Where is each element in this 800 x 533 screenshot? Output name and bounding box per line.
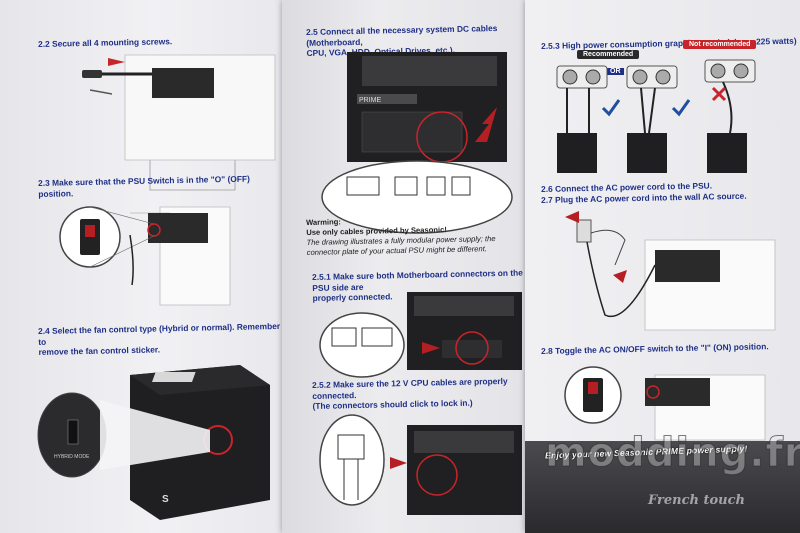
hybrid-mode-label: HYBRID MODE [54, 454, 90, 460]
manual-page-left: 2.2 Secure all 4 mounting screws. 2.3 Ma… [0, 0, 282, 533]
cross-icon [711, 86, 727, 102]
dc-cables-illustration: PRIME [321, 52, 513, 234]
cpu-cable-illustration [319, 414, 522, 515]
step-2-4-heading: 2.4 Select the fan control type (Hybrid … [38, 320, 281, 357]
prime-brand: PRIME [359, 97, 382, 104]
footer-banner [525, 441, 800, 533]
psu-switch-illustration [59, 206, 231, 306]
gpu-cable-illustration [556, 59, 756, 173]
fan-control-illustration: S HYBRID MODE [37, 365, 270, 520]
seasonic-logo: S [162, 494, 169, 505]
check-icon [671, 99, 691, 117]
motherboard-connector-illustration [319, 292, 522, 378]
or-label: OR [607, 68, 624, 75]
watermark-logo: modding.fr [545, 430, 800, 477]
step-2-2-heading: 2.2 Secure all 4 mounting screws. [38, 36, 173, 49]
ac-cord-illustration [565, 211, 776, 331]
manual-page-middle: 2.5 Connect all the necessary system DC … [282, 0, 525, 533]
recommended-badge: Recommended [577, 50, 640, 59]
watermark-tagline: French touch [648, 493, 745, 508]
check-icon [601, 99, 621, 117]
step-2-8-heading: 2.8 Toggle the AC ON/OFF switch to the "… [541, 341, 769, 356]
warning-block: Warming: Use only cables provided by Sea… [306, 214, 496, 258]
mounting-screws-illustration [82, 54, 276, 191]
ac-switch-on-illustration [564, 366, 766, 441]
manual-page-right: 2.5.3 High power consumption graphics ca… [525, 0, 800, 533]
not-recommended-badge: Not recommended [683, 40, 757, 49]
